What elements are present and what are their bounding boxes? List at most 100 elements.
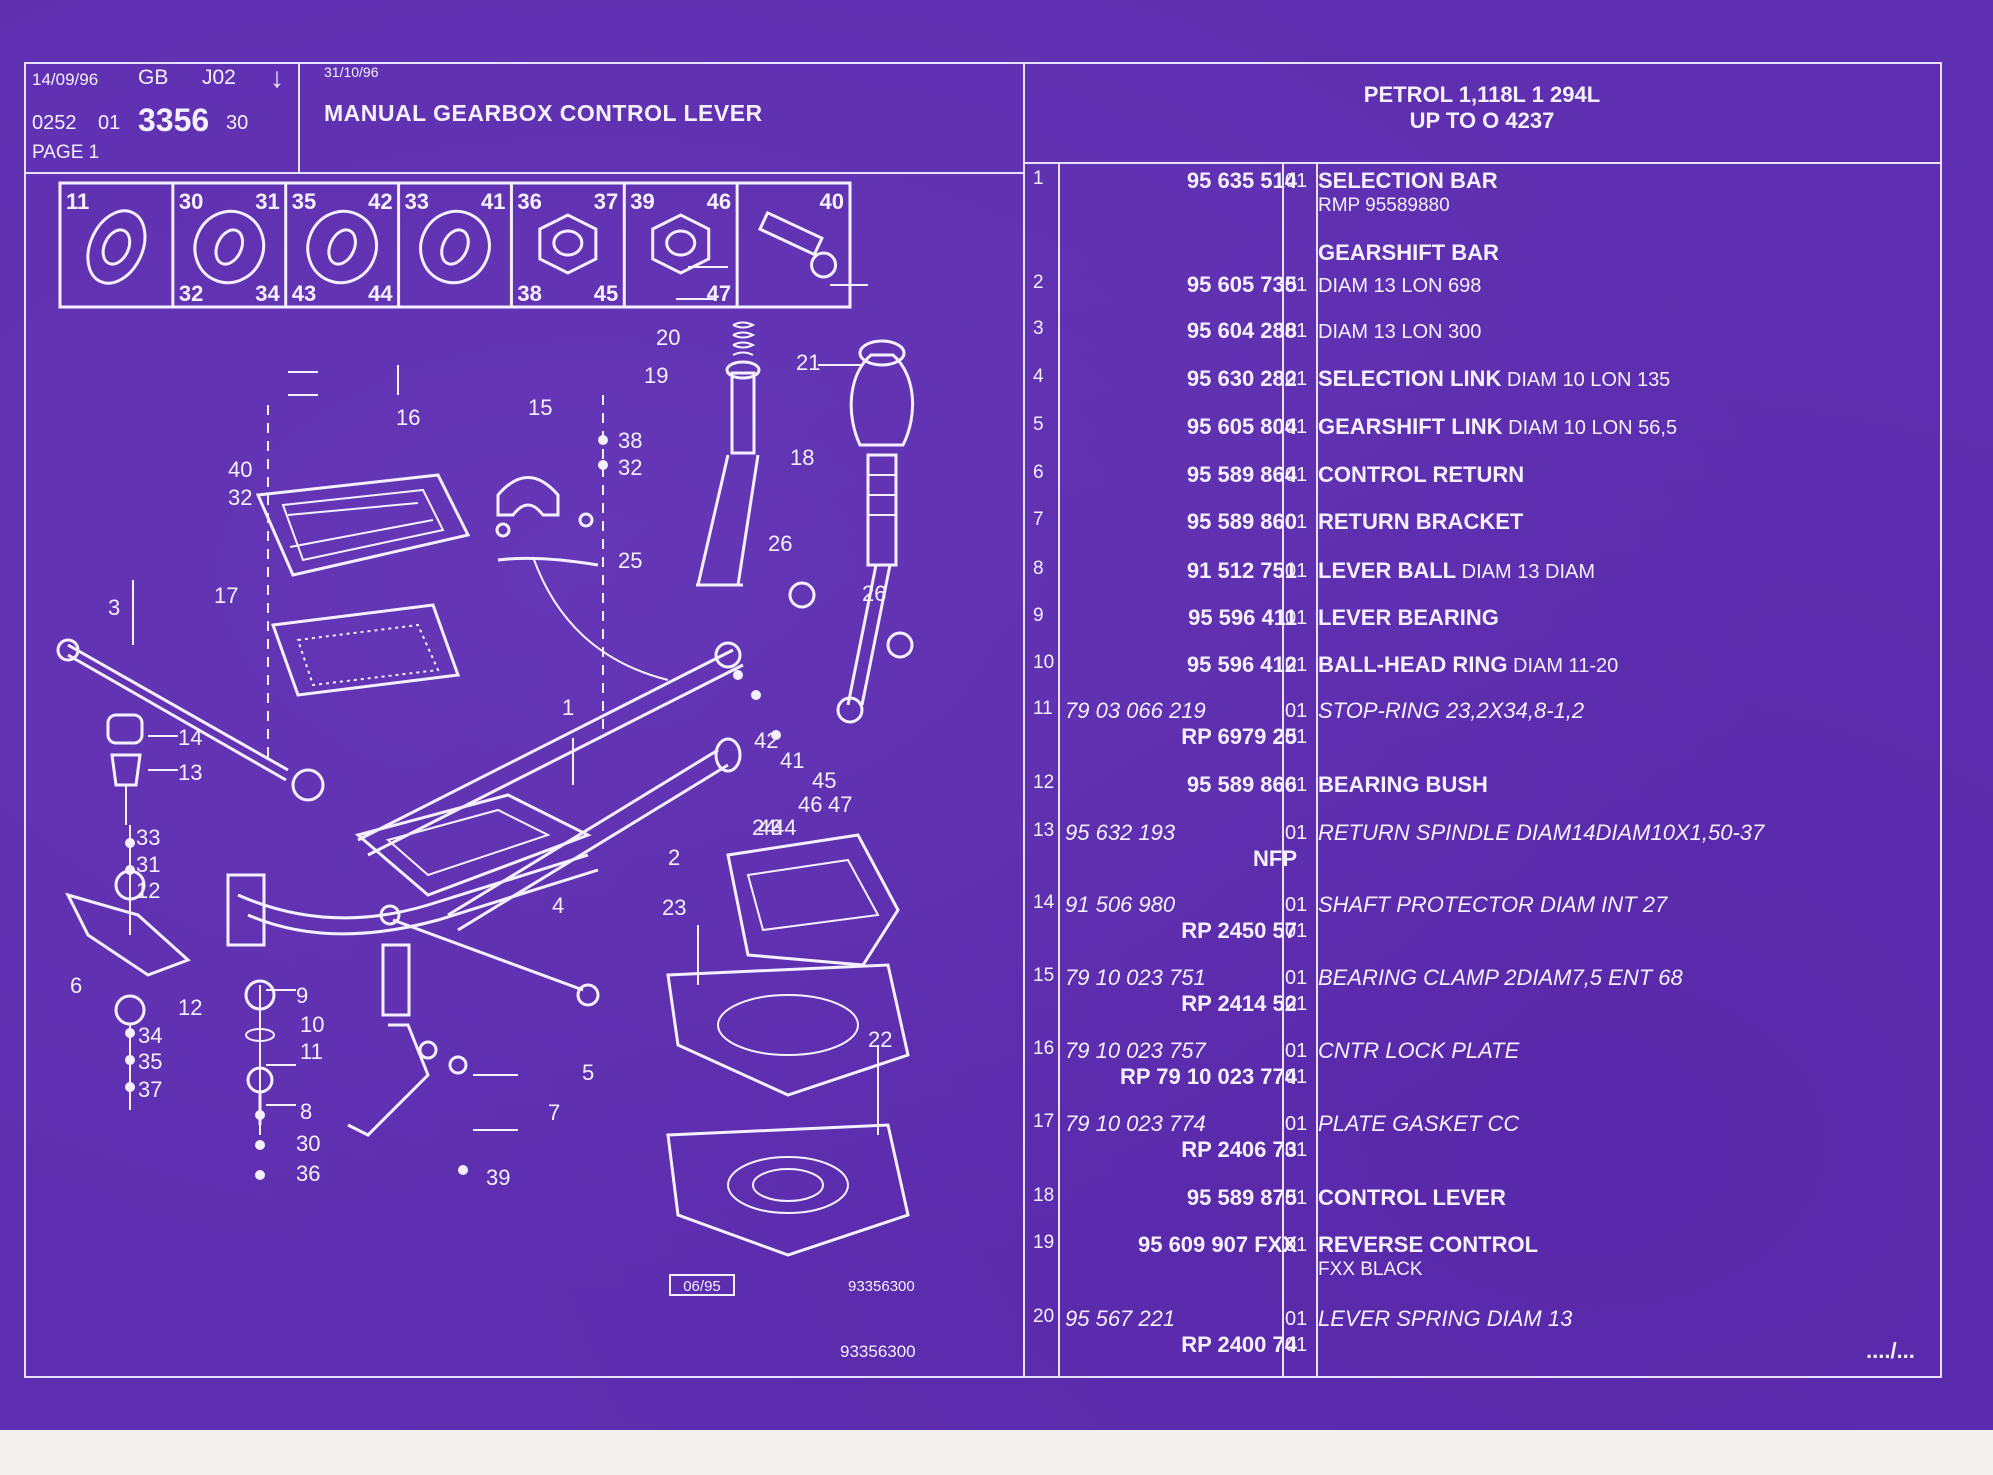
part-number: 2 xyxy=(1033,272,1044,293)
part-description: REVERSE CONTROL xyxy=(1318,1232,1539,1257)
part-description: CNTR LOCK PLATE xyxy=(1318,1038,1520,1063)
callout-label: 7 xyxy=(548,1100,560,1125)
callout-label: 22 xyxy=(868,1027,892,1052)
part-quantity-alt: 01 xyxy=(1285,920,1308,942)
callout-label: 19 xyxy=(644,363,668,388)
part-reference: 95 589 866 xyxy=(1186,772,1297,797)
callout-label: 26 xyxy=(862,581,886,606)
date-issued: 14/09/96 xyxy=(32,70,99,89)
callout-label: 1 xyxy=(562,695,574,720)
part-description: RETURN BRACKET xyxy=(1318,509,1524,534)
table-divider xyxy=(1023,62,1025,1378)
fastener-dot xyxy=(125,1028,135,1038)
callout-label: 34 xyxy=(138,1023,162,1048)
washer-icon xyxy=(193,209,266,285)
callout-label: 43 xyxy=(758,815,782,840)
language-code: GB xyxy=(138,66,169,89)
section-code: J02 xyxy=(202,66,236,89)
callout-label: 13 xyxy=(178,760,202,785)
callout-label: 3 xyxy=(108,595,120,620)
part-number: 14 xyxy=(1033,892,1055,913)
callout-label: 36 xyxy=(296,1161,320,1186)
part-description: SELECTION LINK DIAM 10 LON 135 xyxy=(1318,366,1671,391)
drawing-ref: 93356300 xyxy=(848,1278,915,1295)
strip-label: 38 xyxy=(517,281,541,306)
reverse-control-drawing xyxy=(696,321,761,587)
strip-label: 32 xyxy=(179,281,203,306)
callout-label: 12 xyxy=(136,878,160,903)
strip-label: 37 xyxy=(594,189,618,214)
strip-label: 47 xyxy=(707,281,731,306)
callout-label: 24 xyxy=(752,815,776,840)
part-quantity: 01 xyxy=(1285,416,1308,438)
part-quantity-alt: 01 xyxy=(1285,993,1308,1015)
part-description: CONTROL LEVER xyxy=(1318,1185,1506,1210)
fastener-dot xyxy=(255,1110,265,1120)
callout-label: 20 xyxy=(656,325,680,350)
strip-label: 11 xyxy=(66,189,89,214)
callout-label: 38 xyxy=(618,428,642,453)
bars-drawing xyxy=(56,638,744,932)
part-reference: 79 10 023 751 xyxy=(1065,965,1206,990)
callout-label: 33 xyxy=(136,825,160,850)
part-reference: 95 630 282 xyxy=(1186,366,1297,391)
strip-label: 35 xyxy=(292,189,316,214)
part-number: 16 xyxy=(1033,1038,1055,1059)
page-title: MANUAL GEARBOX CONTROL LEVER xyxy=(324,100,763,126)
part-reference: 79 10 023 774 xyxy=(1065,1111,1206,1136)
screw-icon xyxy=(757,210,838,279)
lock-plate-drawing xyxy=(255,473,471,697)
callout-label: 18 xyxy=(790,445,814,470)
part-quantity: 01 xyxy=(1285,464,1308,486)
fastener-dot xyxy=(751,690,761,700)
part-quantity: 01 xyxy=(1285,1040,1308,1062)
callout-label: 46 xyxy=(798,792,822,817)
table-header-line xyxy=(1023,162,1941,164)
fastener-markers xyxy=(125,435,781,1180)
part-reference: 95 604 288 xyxy=(1186,318,1297,343)
strip-label: 42 xyxy=(368,189,392,214)
callout-label: 26 xyxy=(768,531,792,556)
part-quantity: 01 xyxy=(1285,274,1308,296)
callout-label: 30 xyxy=(296,1131,320,1156)
ref-group: 0252 xyxy=(32,112,77,134)
part-reference: 95 605 735 xyxy=(1186,272,1297,297)
washer-icon xyxy=(86,209,147,285)
part-number: 17 xyxy=(1033,1111,1055,1132)
part-description: GEARSHIFT BAR xyxy=(1318,240,1499,265)
nut-icon xyxy=(538,213,598,275)
part-quantity: 01 xyxy=(1285,511,1308,533)
part-reference-alt: RP 79 10 023 774 xyxy=(1120,1064,1297,1089)
part-remark: FXX BLACK xyxy=(1318,1259,1423,1280)
header-divider xyxy=(298,62,300,174)
part-number: 19 xyxy=(1033,1232,1055,1253)
part-number: 3 xyxy=(1033,318,1044,339)
strip-label: 34 xyxy=(255,281,280,306)
part-quantity: 01 xyxy=(1285,320,1308,342)
part-reference: 95 596 411 xyxy=(1188,605,1297,630)
serial-range: UP TO O 4237 xyxy=(1409,108,1555,133)
part-reference: 95 605 804 xyxy=(1186,414,1297,439)
part-quantity: 01 xyxy=(1285,654,1308,676)
gear-knob-drawing xyxy=(788,339,915,724)
part-number: 1 xyxy=(1033,168,1044,189)
ref-main: 3356 xyxy=(138,102,210,138)
part-description: DIAM 13 LON 300 xyxy=(1318,321,1482,343)
callout-label: 5 xyxy=(582,1060,594,1085)
callout-label: 40 xyxy=(228,457,252,482)
part-reference-alt: RP 2450 57 xyxy=(1181,918,1297,943)
callout-label: 47 xyxy=(828,792,852,817)
callout-label: 32 xyxy=(228,485,252,510)
bearing-clamp-drawing xyxy=(495,476,594,538)
callout-label: 39 xyxy=(486,1165,510,1190)
strip-label: 30 xyxy=(179,189,203,214)
part-quantity: 01 xyxy=(1285,1308,1308,1330)
